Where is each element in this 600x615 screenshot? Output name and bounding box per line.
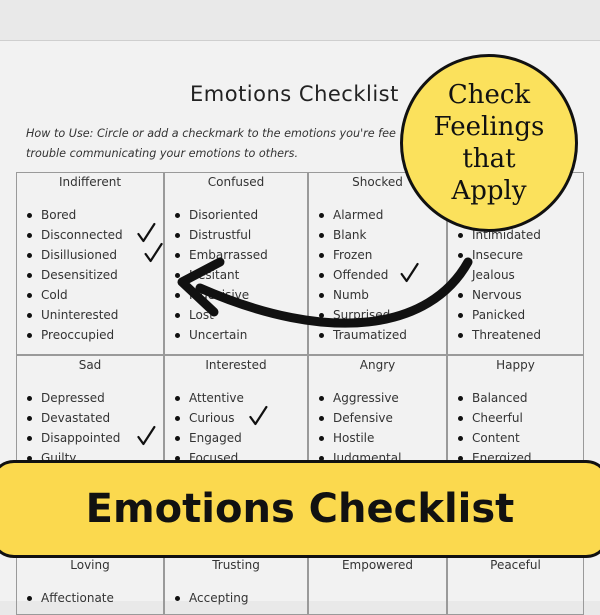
category-header: Loving <box>70 558 110 572</box>
category-header: Sad <box>78 358 102 372</box>
emotion-item[interactable]: Curious <box>175 408 244 428</box>
arrowhead-icon <box>177 257 225 317</box>
emotion-item[interactable]: Blank <box>319 225 407 245</box>
badge-line-4: Apply <box>451 176 527 206</box>
emotion-item[interactable]: Preoccupied <box>27 325 123 345</box>
emotion-item[interactable]: Disoriented <box>175 205 268 225</box>
emotion-item[interactable]: Frozen <box>319 245 407 265</box>
worksheet-title: Emotions Checklist <box>190 82 399 106</box>
emotion-item[interactable]: Disillusioned <box>27 245 123 265</box>
category-header: Happy <box>496 358 535 372</box>
checkmark-icon <box>137 425 156 446</box>
emotion-item[interactable]: Disappointed <box>26 428 120 448</box>
emotion-item[interactable]: Numb <box>319 285 407 305</box>
banner-text: Emotions Checklist <box>85 486 515 532</box>
category-header: Trusting <box>212 558 260 572</box>
check-feelings-badge: Check Feelings that Apply <box>400 54 578 232</box>
emotion-item[interactable]: Embarrassed <box>175 245 268 265</box>
annotation-layer <box>137 222 473 446</box>
badge-line-1: Check <box>447 80 531 110</box>
category-header: Interested <box>205 358 267 372</box>
category-header: Angry <box>359 358 396 372</box>
category-header: Shocked <box>352 175 403 189</box>
category-header: Peaceful <box>490 558 541 572</box>
emotion-item[interactable]: Hostile <box>318 428 401 448</box>
category-header: Confused <box>207 175 265 189</box>
how-to-line-1: How to Use: Circle or add a checkmark to… <box>26 127 396 140</box>
emotion-item[interactable]: Balanced <box>458 388 532 408</box>
checkmark-icon <box>137 222 156 243</box>
emotion-item[interactable]: Defensive <box>318 408 401 428</box>
emotion-item[interactable]: Uncertain <box>175 325 268 345</box>
emotion-item[interactable]: Threatened <box>457 325 541 345</box>
emotion-item[interactable]: Nervous <box>457 285 541 305</box>
emotion-item[interactable]: Attentive <box>175 388 244 408</box>
emotion-item[interactable]: Distrustful <box>175 225 268 245</box>
emotion-item[interactable]: Depressed <box>26 388 120 408</box>
emotion-item[interactable]: Cheerful <box>458 408 532 428</box>
emotion-item[interactable]: Insecure <box>457 245 541 265</box>
badge-line-3: that <box>462 144 516 174</box>
emotion-item[interactable]: Content <box>458 428 532 448</box>
emotion-item[interactable]: Traumatized <box>319 325 407 345</box>
emotion-item[interactable]: Devastated <box>26 408 120 428</box>
emotion-item[interactable]: Offended <box>319 265 407 285</box>
emotion-item[interactable]: Bored <box>27 205 123 225</box>
badge-line-2: Feelings <box>433 112 545 142</box>
checkmark-icon <box>400 262 419 283</box>
emotion-item[interactable]: Disconnected <box>27 225 123 245</box>
emotion-item[interactable]: Engaged <box>175 428 244 448</box>
checkmark-icon <box>249 405 268 426</box>
checkmark-icon <box>144 242 163 263</box>
curved-arrow-icon <box>195 257 473 328</box>
emotion-item[interactable]: Uninterested <box>27 305 123 325</box>
how-to-line-2: trouble communicating your emotions to o… <box>26 147 299 160</box>
emotion-item[interactable]: Cold <box>27 285 123 305</box>
emotion-item[interactable]: Aggressive <box>318 388 401 408</box>
emotion-item[interactable]: Panicked <box>457 305 541 325</box>
emotion-item[interactable]: Desensitized <box>27 265 123 285</box>
title-banner: Emotions Checklist <box>0 460 600 558</box>
category-header: Empowered <box>341 558 414 572</box>
emotion-item[interactable]: Alarmed <box>319 205 407 225</box>
how-to-use-text: How to Use: Circle or add a checkmark to… <box>26 124 446 164</box>
category-header: Indifferent <box>58 175 122 189</box>
